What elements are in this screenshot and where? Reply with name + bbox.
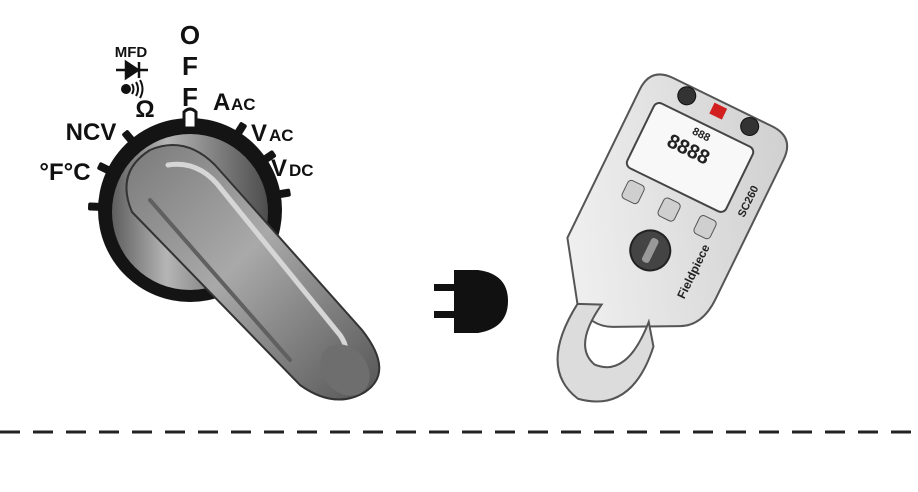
meter-jaw bbox=[556, 302, 655, 403]
off-pointer-notch bbox=[182, 107, 198, 130]
vdc-sub-label: DC bbox=[289, 161, 314, 180]
jack-warning-badge bbox=[709, 102, 728, 120]
knob-handle[interactable] bbox=[125, 144, 381, 401]
handle-tip bbox=[320, 344, 370, 396]
diode-icon bbox=[116, 59, 148, 81]
temperature-label: °F°C bbox=[39, 159, 90, 186]
off-letter-f1: F bbox=[182, 51, 198, 81]
aac-main-label: A bbox=[213, 89, 230, 116]
plug-icon bbox=[434, 270, 508, 333]
vdc-main-label: V bbox=[271, 155, 287, 182]
jack-v[interactable] bbox=[738, 114, 762, 138]
meter-button-3[interactable] bbox=[693, 214, 718, 240]
continuity-icon bbox=[121, 79, 144, 99]
aac-sub-label: AC bbox=[231, 95, 256, 114]
meter-dial-pointer bbox=[641, 238, 659, 263]
handle-groove bbox=[148, 198, 292, 362]
meter-display bbox=[625, 102, 755, 213]
rotary-dial: O F F MFD Ω NCV °F°C A AC V AC V DC bbox=[39, 20, 381, 401]
vac-main-label: V bbox=[251, 120, 267, 147]
off-letter-f2: F bbox=[182, 82, 198, 112]
jack-com[interactable] bbox=[675, 84, 699, 108]
meter-button-1[interactable] bbox=[621, 179, 646, 205]
off-letter-o: O bbox=[180, 20, 200, 50]
ohm-label: Ω bbox=[135, 96, 154, 123]
meter-button-2[interactable] bbox=[657, 197, 682, 223]
mfd-label: MFD bbox=[115, 44, 148, 61]
ncv-label: NCV bbox=[66, 119, 117, 146]
clamp-meter: 8888 888 Fieldpiece SC260 bbox=[556, 73, 789, 403]
vac-sub-label: AC bbox=[269, 126, 294, 145]
